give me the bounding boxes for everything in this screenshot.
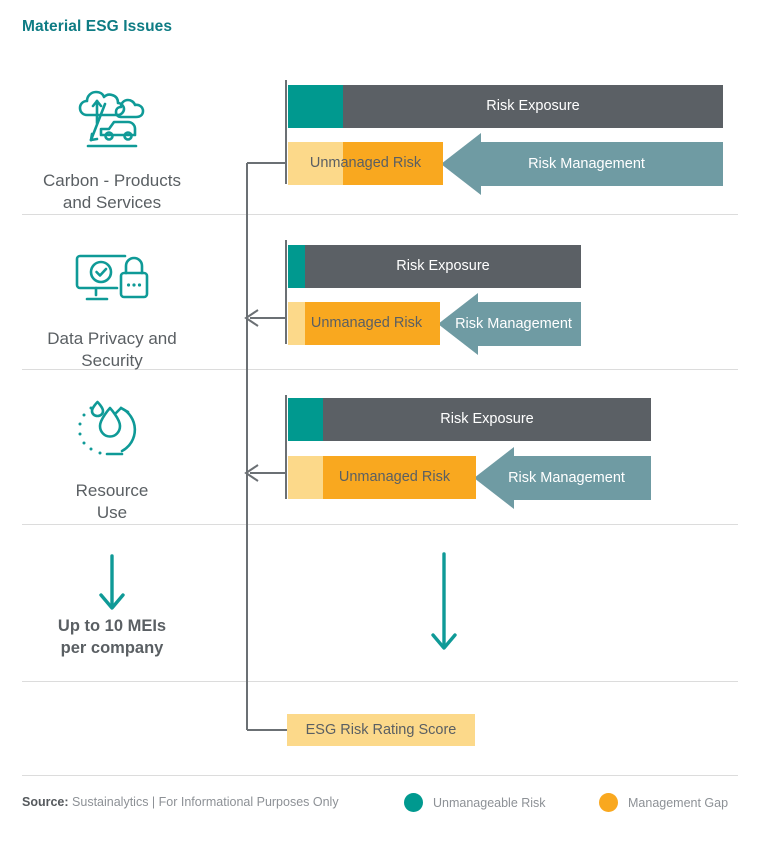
legend-label-unmanageable: Unmanageable Risk xyxy=(433,795,546,810)
row3-unmanaged-risk-bar[interactable]: Unmanaged Risk xyxy=(288,456,476,499)
footer-source-prefix: Source: xyxy=(22,795,69,809)
row1-gap-segment xyxy=(343,142,443,185)
row2-axis xyxy=(285,240,287,344)
row-separator-1 xyxy=(22,214,738,215)
row3-unmanaged-risk-label: Unmanaged Risk xyxy=(338,469,451,485)
footer-source: Source: Sustainalytics | For Information… xyxy=(22,795,339,809)
row2-gap-segment xyxy=(305,302,440,345)
legend-unmanageable-risk: Unmanageable Risk xyxy=(404,793,546,812)
esg-risk-rating-score-label: ESG Risk Rating Score xyxy=(305,722,457,738)
row1-unmanaged-risk-bar[interactable]: Unmanaged Risk xyxy=(288,142,443,185)
legend-dot-teal xyxy=(404,793,423,812)
footer-separator xyxy=(22,775,738,776)
row3-risk-exposure-bar[interactable]: Risk Exposure xyxy=(288,398,651,441)
row2-risk-exposure-label: Risk Exposure xyxy=(396,258,490,274)
row-separator-4 xyxy=(22,681,738,682)
monitor-lock-icon xyxy=(22,240,202,318)
row3-unmanageable-segment xyxy=(288,398,323,441)
row1-axis xyxy=(285,80,287,184)
row1-lightyellow-segment xyxy=(288,142,343,185)
row1-exposure-segment xyxy=(343,85,723,128)
esg-risk-rating-score-box[interactable]: ESG Risk Rating Score xyxy=(287,714,475,746)
row2-risk-management-label: Risk Management xyxy=(455,316,572,332)
row3-gap-segment xyxy=(323,456,476,499)
row2-lightyellow-segment xyxy=(288,302,305,345)
row2-unmanageable-segment xyxy=(288,245,305,288)
row3-axis xyxy=(285,395,287,499)
row3-risk-management-arrow[interactable] xyxy=(474,447,651,509)
carbon-emissions-icon xyxy=(22,82,202,160)
row3-risk-management-label: Risk Management xyxy=(508,470,625,486)
row2-exposure-segment xyxy=(305,245,581,288)
row1-unmanaged-risk-label: Unmanaged Risk xyxy=(309,155,422,171)
legend-dot-orange xyxy=(599,793,618,812)
row2-unmanaged-risk-bar[interactable]: Unmanaged Risk xyxy=(288,302,440,345)
row1-unmanageable-segment xyxy=(288,85,343,128)
row-separator-2 xyxy=(22,369,738,370)
down-arrow-icon xyxy=(22,550,202,616)
legend-management-gap: Management Gap xyxy=(599,793,728,812)
row1-risk-management-label: Risk Management xyxy=(528,156,645,172)
row-separator-3 xyxy=(22,524,738,525)
row2-risk-exposure-bar[interactable]: Risk Exposure xyxy=(288,245,581,288)
row1-risk-exposure-bar[interactable]: Risk Exposure xyxy=(288,85,723,128)
page-title: Material ESG Issues xyxy=(22,18,173,35)
row3-lightyellow-segment xyxy=(288,456,323,499)
center-down-arrow-icon xyxy=(429,552,459,657)
row3-exposure-segment xyxy=(323,398,651,441)
water-recycle-icon xyxy=(22,392,202,470)
row2-unmanaged-risk-label: Unmanaged Risk xyxy=(310,315,423,331)
legend-label-management-gap: Management Gap xyxy=(628,795,729,810)
row1-risk-management-arrow[interactable] xyxy=(441,133,723,195)
row1-risk-exposure-label: Risk Exposure xyxy=(486,98,580,114)
row3-risk-exposure-label: Risk Exposure xyxy=(440,411,534,427)
row2-risk-management-arrow[interactable] xyxy=(438,293,581,355)
footer-source-text: Sustainalytics | For Informational Purpo… xyxy=(72,795,339,809)
